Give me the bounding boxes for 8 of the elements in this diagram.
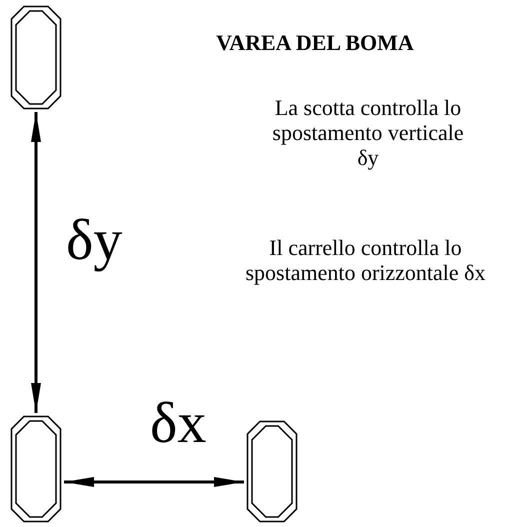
pulley-block [10, 415, 62, 523]
pulley-block [10, 5, 62, 110]
note-text: La scotta controlla lo spostamento verticale δy [271, 95, 465, 170]
title: VAREA DEL BOMA [215, 30, 415, 55]
double-arrow [31, 112, 41, 413]
double-arrow [64, 476, 244, 487]
note-text: Il carrello controlla lo spostamento orizzontale δx [244, 235, 487, 285]
pulley-block [246, 420, 298, 523]
